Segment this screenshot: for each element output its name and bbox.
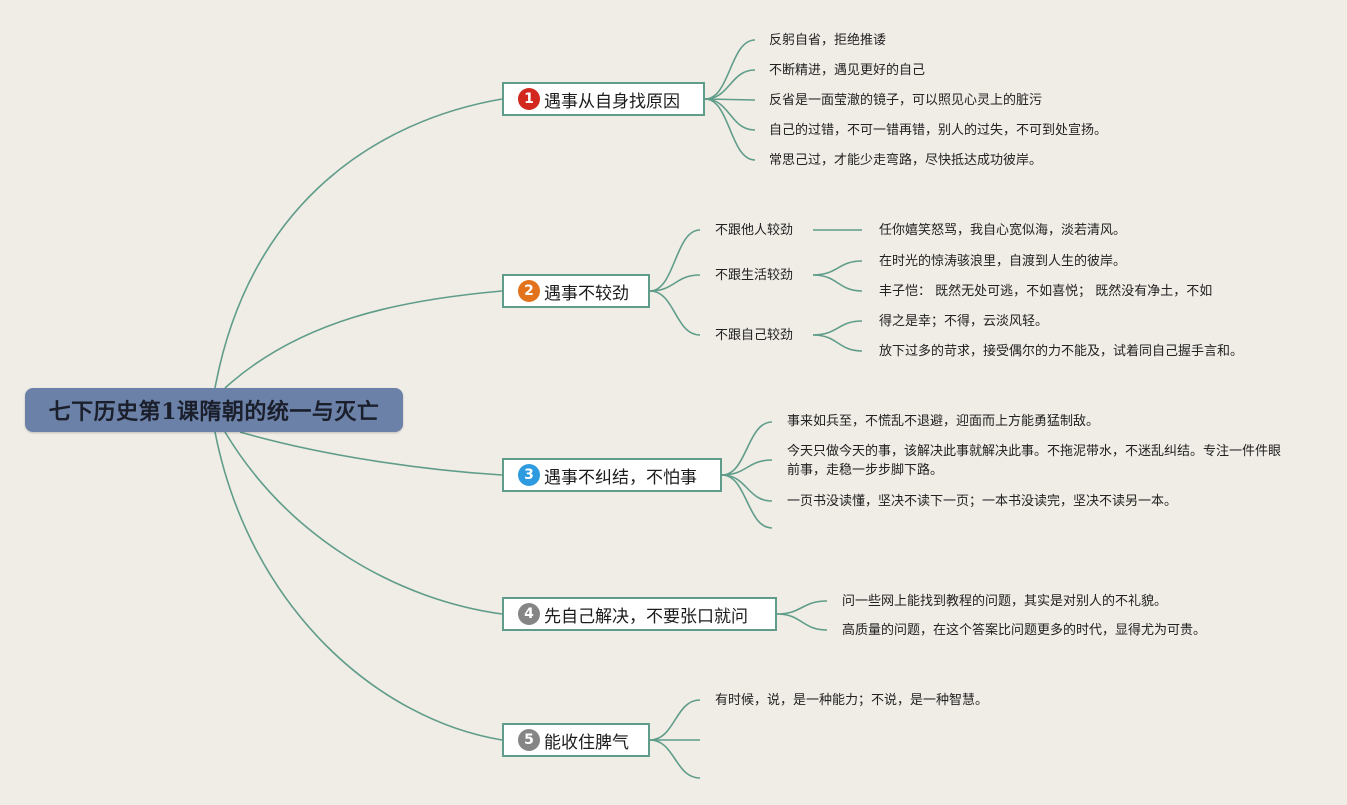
number-badge-2-icon: 2 <box>518 280 540 302</box>
branch-5-leaf-1[interactable]: 有时候，说，是一种能力；不说，是一种智慧。 <box>715 693 989 708</box>
branch-4-label: 先自己解决，不要张口就问 <box>544 606 748 627</box>
branch-3-topic[interactable]: 3 遇事不纠结，不怕事 <box>502 458 722 492</box>
branch-2-sub-1[interactable]: 不跟他人较劲 <box>715 223 794 238</box>
connector-root-b1 <box>214 98 503 389</box>
branch-1-leaf-3[interactable]: 反省是一面莹澈的镜子，可以照见心灵上的脏污 <box>769 93 1043 108</box>
branch-2-sub-2-leaf-2[interactable]: 丰子恺： 既然无处可逃，不如喜悦； 既然没有净土，不如 <box>879 284 1213 299</box>
branch-2-sub-2-leaf-1[interactable]: 在时光的惊涛骇浪里，自渡到人生的彼岸。 <box>879 254 1127 269</box>
branch-2-sub-3-leaf-1[interactable]: 得之是幸；不得，云淡风轻。 <box>879 314 1049 329</box>
branch-1-topic[interactable]: 1 遇事从自身找原因 <box>502 82 705 116</box>
connector-root-b3 <box>239 431 503 476</box>
number-badge-5-icon: 5 <box>518 729 540 751</box>
number-badge-1-icon: 1 <box>518 88 540 110</box>
branch-2-sub-2[interactable]: 不跟生活较劲 <box>715 268 794 283</box>
branch-3-leaf-1[interactable]: 事来如兵至，不慌乱不退避，迎面而上方能勇猛制敌。 <box>787 414 1100 429</box>
connector-root-b2 <box>224 290 503 389</box>
branch-3-label: 遇事不纠结，不怕事 <box>544 467 697 488</box>
branch-4-topic[interactable]: 4 先自己解决，不要张口就问 <box>502 597 777 631</box>
branch-3-leaf-2[interactable]: 今天只做今天的事，该解决此事就解决此事。不拖泥带水，不迷乱纠结。专注一件件眼前事… <box>787 444 1282 478</box>
branch-2-topic[interactable]: 2 遇事不较劲 <box>502 274 650 308</box>
branch-5-topic[interactable]: 5 能收住脾气 <box>502 723 650 757</box>
connector-root-b4 <box>224 431 503 615</box>
branch-1-leaf-1[interactable]: 反躬自省，拒绝推诿 <box>769 33 887 48</box>
connector-root-b5 <box>214 431 503 741</box>
branch-4-leaf-2[interactable]: 高质量的问题，在这个答案比问题更多的时代，显得尤为可贵。 <box>842 623 1207 638</box>
branch-5-label: 能收住脾气 <box>544 732 629 753</box>
root-topic[interactable]: 七下历史第1课隋朝的统一与灭亡 <box>25 388 403 432</box>
number-badge-4-icon: 4 <box>518 603 540 625</box>
branch-1-leaf-5[interactable]: 常思己过，才能少走弯路，尽快抵达成功彼岸。 <box>769 153 1043 168</box>
branch-1-leaf-2[interactable]: 不断精进，遇见更好的自己 <box>769 63 926 78</box>
branch-1-leaf-4[interactable]: 自己的过错，不可一错再错，别人的过失，不可到处宣扬。 <box>769 123 1108 138</box>
branch-2-sub-1-leaf-1[interactable]: 任你嬉笑怒骂，我自心宽似海，淡若清风。 <box>879 223 1127 238</box>
branch-3-leaf-3[interactable]: 一页书没读懂，坚决不读下一页；一本书没读完，坚决不读另一本。 <box>787 494 1178 509</box>
branch-2-sub-3-leaf-2[interactable]: 放下过多的苛求，接受偶尔的力不能及，试着同自己握手言和。 <box>879 344 1244 359</box>
branch-2-sub-3[interactable]: 不跟自己较劲 <box>715 328 794 343</box>
number-badge-3-icon: 3 <box>518 464 540 486</box>
branch-2-label: 遇事不较劲 <box>544 283 629 304</box>
branch-1-label: 遇事从自身找原因 <box>544 91 680 112</box>
branch-4-leaf-1[interactable]: 问一些网上能找到教程的问题，其实是对别人的不礼貌。 <box>842 594 1168 609</box>
